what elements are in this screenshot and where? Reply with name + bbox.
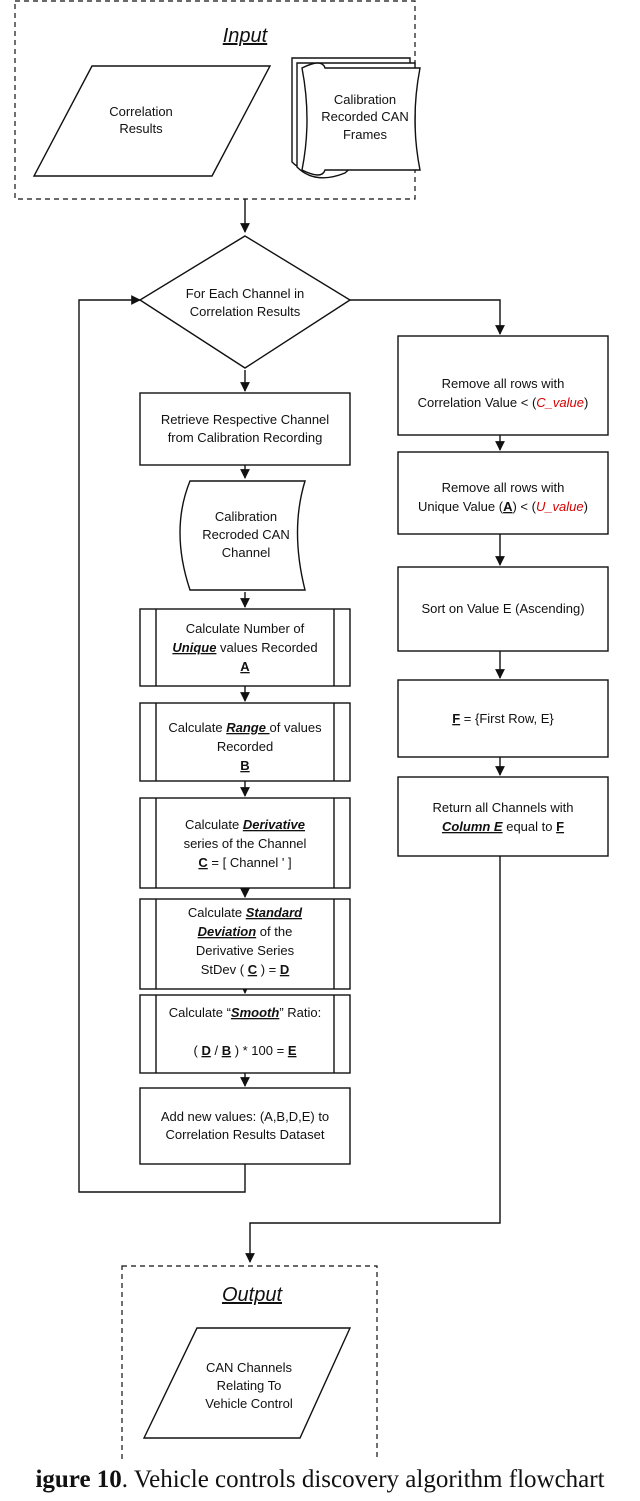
can-channels-data: CAN Channels Relating To Vehicle Control — [142, 1327, 352, 1439]
calculate-unique-process: Calculate Number of Unique values Record… — [139, 608, 351, 687]
svg-text:from Calibration Recording: from Calibration Recording — [168, 430, 323, 445]
svg-text:Calculate “Smooth” Ratio:: Calculate “Smooth” Ratio: — [169, 1005, 321, 1020]
svg-text:Remove all rows with: Remove all rows with — [442, 480, 565, 495]
svg-text:Calculate Derivative: Calculate Derivative — [185, 817, 305, 832]
figure-caption: igure 10. Vehicle controls discovery alg… — [35, 1466, 605, 1493]
calculate-smooth-ratio-process: Calculate “Smooth” Ratio: ( D / B ) * 10… — [139, 994, 351, 1074]
svg-text:Unique Value (A) < (U_value): Unique Value (A) < (U_value) — [418, 499, 588, 514]
add-values-process: Add new values: (A,B,D,E) to Correlation… — [139, 1087, 351, 1165]
input-title: Input — [223, 25, 269, 47]
svg-text:Calculate Range of values: Calculate Range of values — [168, 720, 322, 735]
svg-text:Return all Channels with: Return all Channels with — [433, 800, 574, 815]
svg-text:series of the Channel: series of the Channel — [184, 836, 307, 851]
sort-process: Sort on Value E (Ascending) — [397, 566, 609, 652]
svg-text:Channel: Channel — [222, 545, 271, 560]
svg-text:Relating To: Relating To — [217, 1378, 282, 1393]
svg-text:( D / B ) * 100 = E: ( D / B ) * 100 = E — [194, 1043, 297, 1058]
connectors — [78, 199, 505, 1263]
remove-unique-rows-process: Remove all rows with Unique Value (A) < … — [397, 451, 609, 535]
svg-text:StDev ( C ) = D: StDev ( C ) = D — [201, 962, 290, 977]
svg-text:Add new values: (A,B,D,E) to: Add new values: (A,B,D,E) to — [161, 1109, 329, 1124]
svg-text:F = {First Row, E}: F = {First Row, E} — [452, 711, 554, 726]
svg-text:Calculate Number of: Calculate Number of — [186, 621, 305, 636]
svg-text:Retrieve Respective Channel: Retrieve Respective Channel — [161, 412, 329, 427]
svg-text:Derivative Series: Derivative Series — [196, 943, 295, 958]
svg-text:A: A — [240, 659, 250, 674]
svg-text:Calculate Standard: Calculate Standard — [188, 905, 303, 920]
svg-text:Recroded CAN: Recroded CAN — [202, 527, 289, 542]
calculate-range-process: Calculate Range of values Recorded B — [139, 702, 351, 782]
remove-correlation-rows-process: Remove all rows with Correlation Value <… — [397, 335, 609, 436]
svg-text:Remove all rows with: Remove all rows with — [442, 376, 565, 391]
svg-text:CAN Channels: CAN Channels — [206, 1360, 292, 1375]
svg-text:Vehicle Control: Vehicle Control — [205, 1396, 293, 1411]
calculate-stddev-process: Calculate Standard Deviation of the Deri… — [139, 898, 351, 990]
correlation-results-data: Correlation Results — [32, 65, 272, 177]
svg-text:Recorded CAN: Recorded CAN — [321, 109, 408, 124]
calibration-channel-data: Calibration Recroded CAN Channel — [179, 480, 306, 591]
svg-text:Column E equal to F: Column E equal to F — [442, 819, 564, 834]
svg-text:Calibration: Calibration — [334, 92, 396, 107]
svg-text:C = [ Channel ' ]: C = [ Channel ' ] — [198, 855, 291, 870]
svg-text:Sort on Value E (Ascending): Sort on Value E (Ascending) — [421, 601, 584, 616]
retrieve-channel-process: Retrieve Respective Channel from Calibra… — [139, 392, 351, 466]
return-channels-process: Return all Channels with Column E equal … — [397, 776, 609, 857]
svg-text:Results: Results — [119, 121, 163, 136]
svg-text:Correlation: Correlation — [109, 104, 173, 119]
svg-text:Calibration: Calibration — [215, 509, 277, 524]
output-title: Output — [222, 1284, 283, 1306]
svg-text:Frames: Frames — [343, 127, 388, 142]
svg-text:Recorded: Recorded — [217, 739, 273, 754]
output-container: Output — [121, 1265, 378, 1460]
svg-text:Correlation Results: Correlation Results — [190, 304, 301, 319]
svg-text:Deviation of the: Deviation of the — [198, 924, 293, 939]
svg-text:B: B — [240, 758, 249, 773]
calculate-derivative-process: Calculate Derivative series of the Chann… — [139, 797, 351, 889]
calibration-frames-multidocument: Calibration Recorded CAN Frames — [291, 57, 421, 179]
svg-text:For Each Channel in: For Each Channel in — [186, 286, 305, 301]
svg-text:Correlation Results Dataset: Correlation Results Dataset — [166, 1127, 325, 1142]
svg-text:Correlation Value < (C_value): Correlation Value < (C_value) — [418, 395, 589, 410]
first-row-process: F = {First Row, E} — [397, 679, 609, 758]
svg-text:Unique values Recorded: Unique values Recorded — [172, 640, 317, 655]
decision-for-each-channel: For Each Channel in Correlation Results — [138, 235, 352, 369]
flowchart: Input Correlation Results Calibration Re… — [14, 0, 609, 1460]
